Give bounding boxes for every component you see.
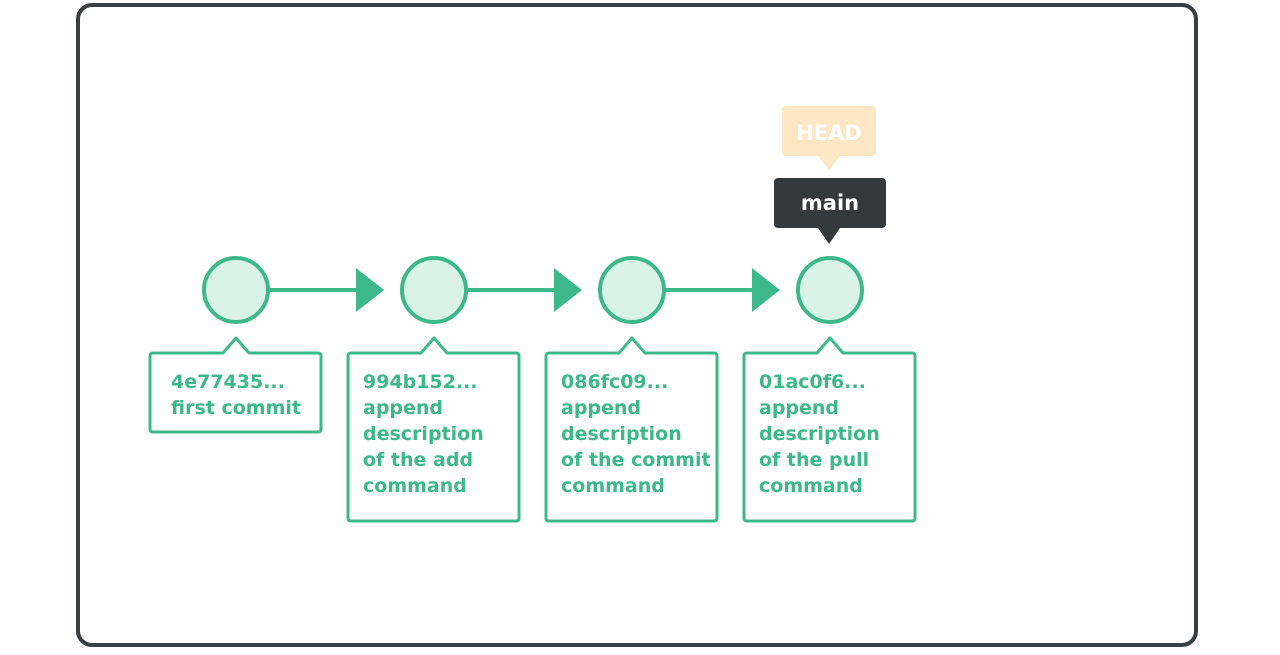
commit-callout: 01ac0f6... append description of the pull co…	[742, 336, 917, 523]
branch-pointer-box	[774, 178, 886, 228]
commit-callout-box	[742, 336, 917, 523]
diagram-frame	[76, 3, 1198, 647]
commit-node	[796, 256, 864, 324]
commit-callout: 4e77435... first commit	[148, 336, 323, 434]
head-pointer-box	[782, 106, 876, 156]
commit-message-line: of the pull	[759, 449, 869, 471]
commit-message-line: of the commit	[561, 449, 711, 471]
commit-hash: 01ac0f6...	[759, 371, 866, 393]
commit-node	[400, 256, 468, 324]
commit-callout-box	[346, 336, 521, 523]
commit-message-line: description	[759, 423, 880, 445]
branch-pointer-tail	[818, 228, 840, 244]
head-pointer-label: HEAD	[796, 121, 862, 145]
commit-hash: 4e77435...	[171, 371, 285, 393]
commit-callout: 994b152... append description of the add com…	[346, 336, 521, 523]
commit-link-arrowhead	[752, 268, 780, 312]
commit-message-line: append	[561, 397, 641, 419]
arrows-layer	[268, 268, 780, 312]
branch-pointer-main: main	[774, 178, 886, 244]
commit-node	[202, 256, 270, 324]
commit-message-line: append	[759, 397, 839, 419]
commit-node	[598, 256, 666, 324]
commit-message-line: of the add	[363, 449, 473, 471]
commit-message-line: append	[363, 397, 443, 419]
commit-hash: 086fc09...	[561, 371, 668, 393]
head-pointer: HEAD	[782, 106, 876, 170]
commit-callout: 086fc09... append description of the commit…	[544, 336, 719, 523]
commit-callouts-layer: 4e77435... first commit 994b152... append de…	[148, 336, 917, 523]
commit-message-line: description	[561, 423, 682, 445]
head-pointer-tail	[818, 156, 840, 170]
commit-message-line: description	[363, 423, 484, 445]
commit-link-arrowhead	[356, 268, 384, 312]
commit-callout-box	[544, 336, 719, 523]
commit-nodes-layer	[202, 256, 864, 324]
commit-message-line: command	[561, 475, 665, 497]
commit-link-arrowhead	[554, 268, 582, 312]
commit-hash: 994b152...	[363, 371, 478, 393]
commit-callout-box	[148, 336, 323, 434]
commit-message-line: command	[363, 475, 467, 497]
branch-pointer-label: main	[801, 191, 859, 215]
commit-message-line: command	[759, 475, 863, 497]
commit-message-line: first commit	[171, 397, 301, 419]
